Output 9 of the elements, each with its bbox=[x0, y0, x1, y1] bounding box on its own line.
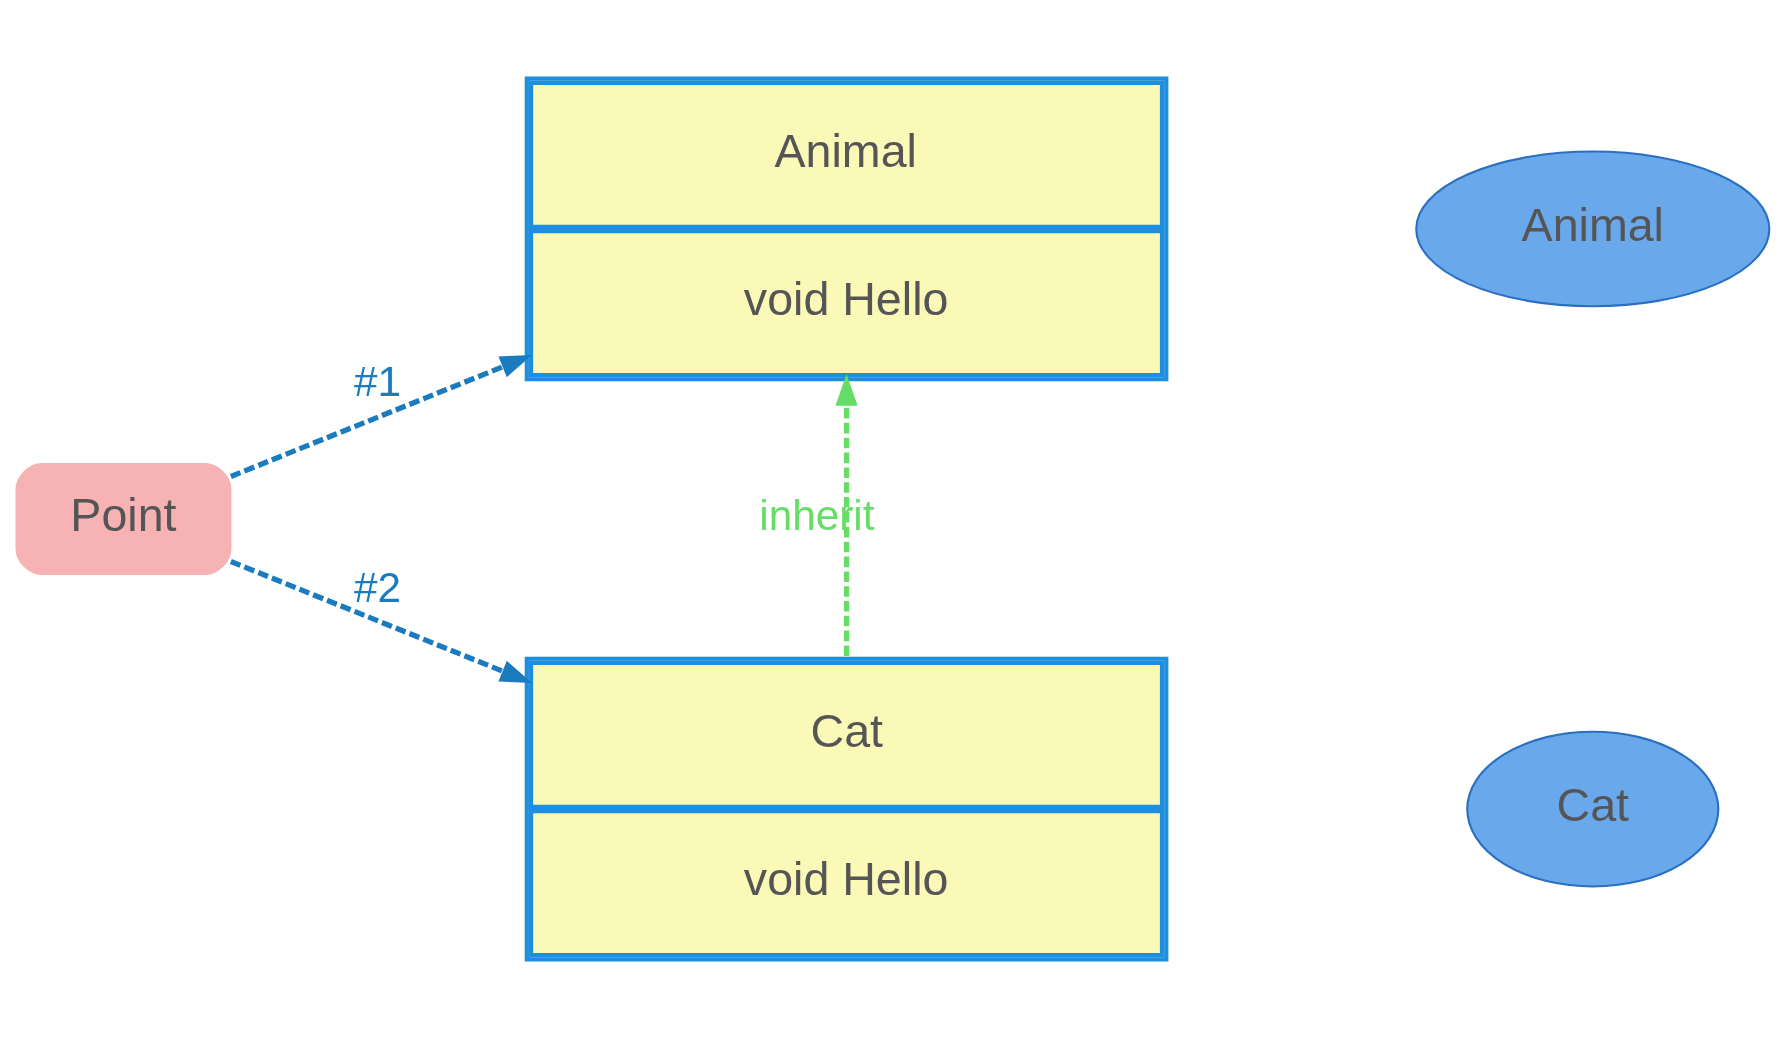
edge-label: inherit bbox=[759, 491, 875, 539]
node-ellipse: Animal bbox=[1415, 150, 1771, 307]
node-box: Point bbox=[15, 462, 232, 575]
edge-label: #1 bbox=[354, 357, 402, 405]
edge-label: #2 bbox=[354, 563, 402, 611]
arrow bbox=[835, 373, 858, 656]
arrow bbox=[229, 354, 533, 479]
node-ellipse: Cat bbox=[1466, 730, 1720, 887]
arrow bbox=[229, 558, 533, 683]
